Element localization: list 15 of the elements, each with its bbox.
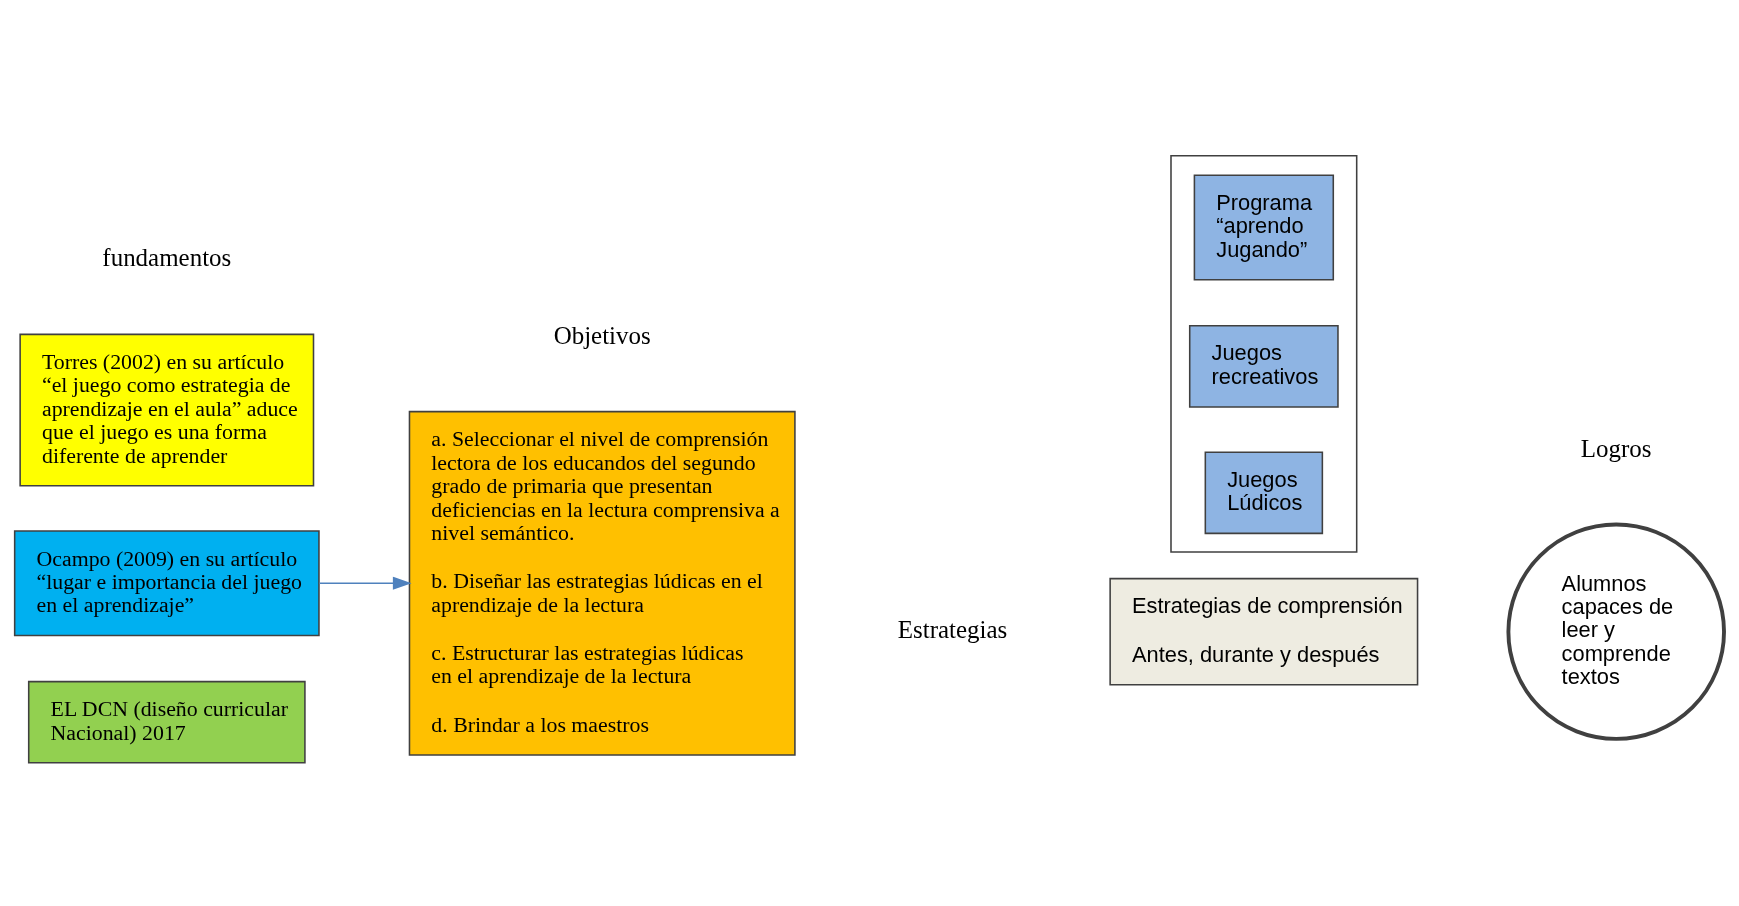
node-box: Estrategias de comprensión Antes, durante y después — [1109, 577, 1419, 686]
node-box: Juegos recreativos — [1188, 325, 1339, 408]
cluster — [1170, 154, 1358, 553]
label: fundamentos — [102, 244, 232, 272]
node-box: Programa “aprendo Jugando” — [1193, 174, 1335, 281]
label: Estrategias — [897, 615, 1008, 643]
arrow — [318, 576, 412, 590]
label: Logros — [1580, 434, 1652, 462]
node-box: Juegos Lúdicos — [1204, 451, 1324, 535]
label: Objetivos — [553, 322, 651, 350]
node-circle: Alumnos capaces de leer y comprende textos — [1506, 522, 1726, 741]
node-box: a. Seleccionar el nivel de comprensión lectora de los educandos del segundo grado de primaria que presentan deficiencias en la lectura comprensiva a nivel semántico. b. Diseñar las estrategias lúdicas en el aprendizaje de la lectura c. Estructurar las estrategias lúdicas en el aprendizaje de la lectura d. Brindar a los maestros — [408, 410, 796, 756]
node-box: Ocampo (2009) en su artículo “lugar e importancia del juego en el aprendizaje” — [13, 530, 320, 637]
node-box: EL DCN (diseño curricular Nacional) 2017 — [27, 680, 306, 764]
node-box: Torres (2002) en su artículo “el juego como estrategia de aprendizaje en el aula” aduce que el juego es una forma diferente de aprender — [19, 333, 315, 487]
